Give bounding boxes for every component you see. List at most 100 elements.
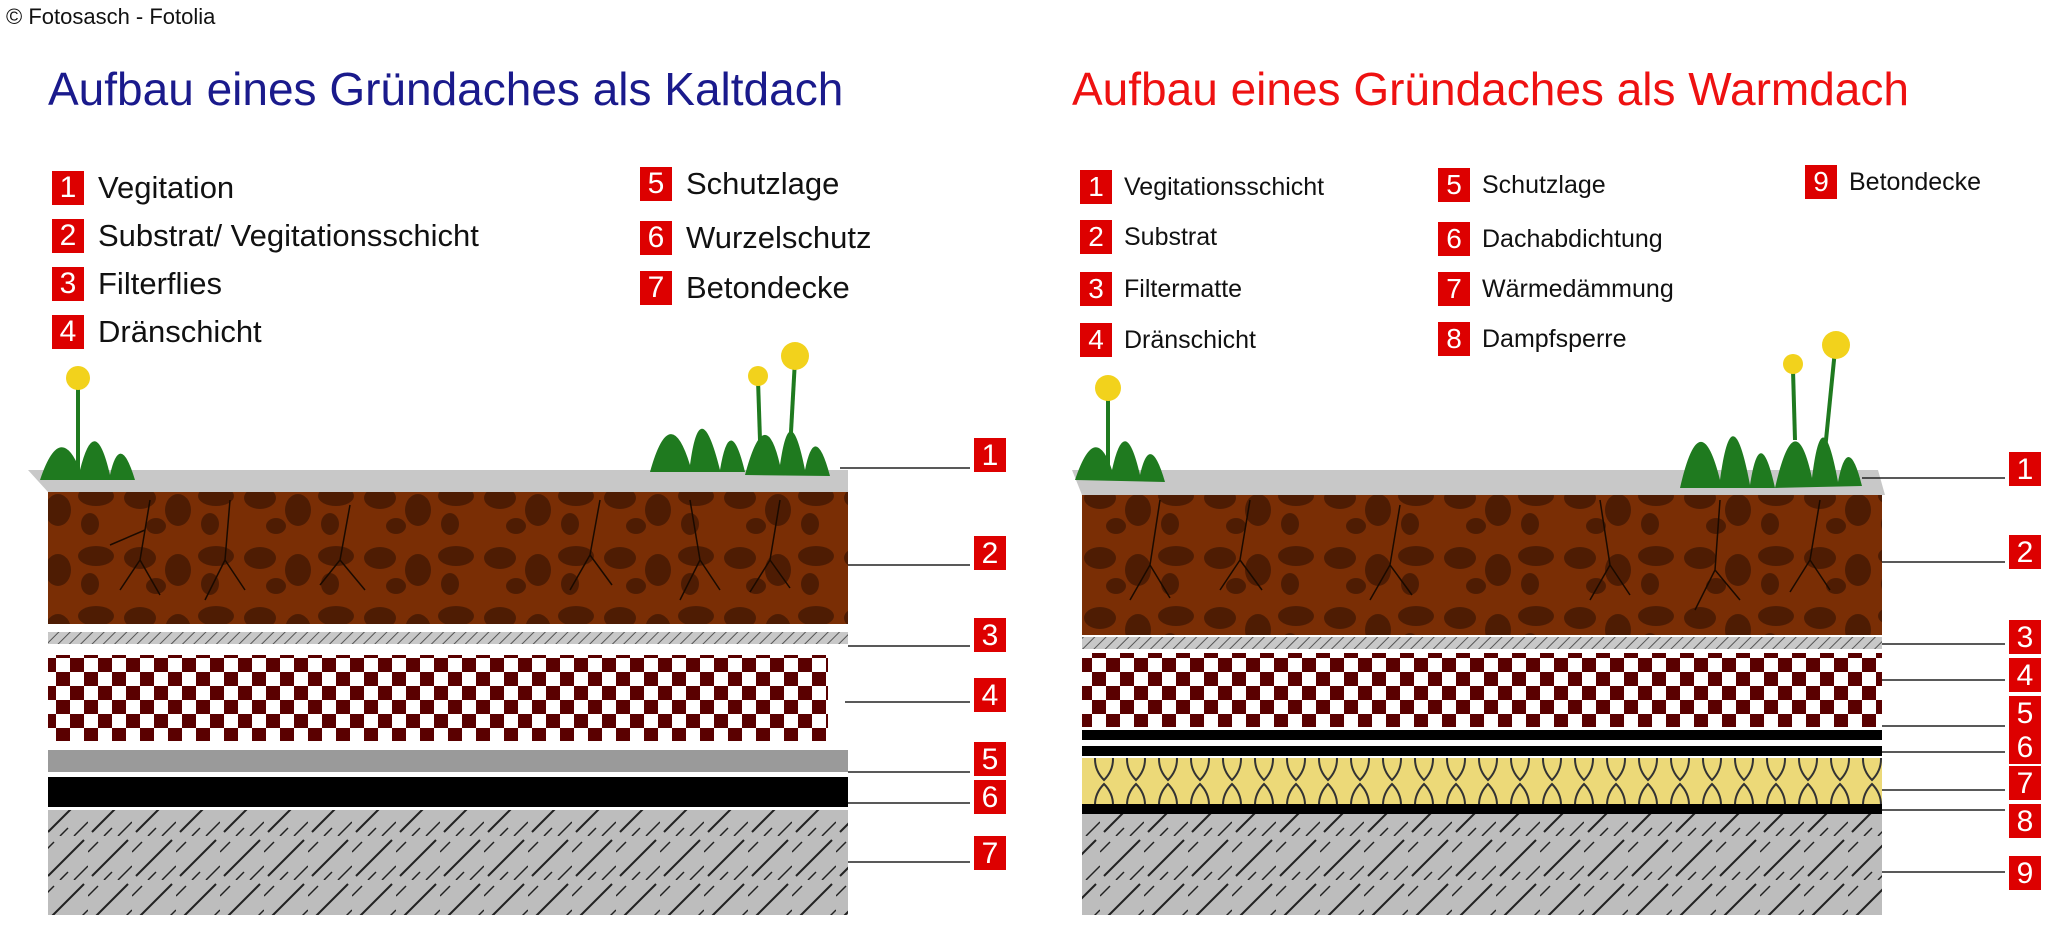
legend-label: Dampfsperre bbox=[1482, 324, 1627, 353]
legend-number-badge: 1 bbox=[1080, 170, 1112, 204]
callout-badge: 4 bbox=[974, 678, 1006, 712]
layer-drainage bbox=[48, 655, 828, 741]
callout-badge: 8 bbox=[2009, 804, 2041, 838]
title-cold-roof: Aufbau eines Gründaches als Kaltdach bbox=[48, 63, 844, 115]
legend-number-badge: 6 bbox=[1438, 222, 1470, 256]
legend-label: Dränschicht bbox=[1124, 325, 1256, 354]
legend-item: 7 Betondecke bbox=[640, 270, 850, 306]
callout-number: 9 bbox=[2017, 857, 2034, 890]
callout-number: 2 bbox=[2017, 536, 2034, 569]
legend-item: 2 Substrat/ Vegitationsschicht bbox=[52, 218, 479, 254]
legend-number-badge: 5 bbox=[640, 167, 672, 201]
callout-number: 5 bbox=[982, 743, 999, 776]
legend-item: 7 Wärmedämmung bbox=[1438, 272, 1674, 306]
callout-badge: 4 bbox=[2009, 658, 2041, 692]
legend-label: Vegitationsschicht bbox=[1124, 172, 1325, 201]
legend-label: Schutzlage bbox=[686, 166, 840, 201]
callout-badge: 7 bbox=[2009, 766, 2041, 800]
warm-roof-layers bbox=[1072, 331, 2005, 915]
legend-number-badge: 4 bbox=[1080, 323, 1112, 357]
legend-number-badge: 4 bbox=[52, 315, 84, 349]
callout-number: 7 bbox=[2017, 767, 2034, 800]
plant-right-2 bbox=[1680, 331, 1862, 488]
callout-number: 2 bbox=[982, 537, 999, 570]
callout-number: 7 bbox=[982, 837, 999, 870]
plant-left-2 bbox=[650, 342, 830, 476]
callout-badges-right: 1 2 3 4 5 6 7 8 9 bbox=[2009, 452, 2041, 890]
layer-filter-fleece bbox=[48, 632, 848, 644]
callout-number: 8 bbox=[2017, 805, 2034, 838]
legend-item: 3 Filtermatte bbox=[1080, 272, 1242, 306]
callout-number: 6 bbox=[982, 781, 999, 814]
legend-item: 1 Vegitationsschicht bbox=[1080, 170, 1324, 204]
flower-icon bbox=[66, 366, 90, 390]
legend-item: 2 Substrat bbox=[1080, 220, 1217, 254]
layer-filter-mat bbox=[1082, 637, 1882, 649]
callout-badges-left: 1 2 3 4 5 6 7 bbox=[974, 438, 1006, 870]
callout-badge: 6 bbox=[2009, 730, 2041, 764]
legend-label: Dachabdichtung bbox=[1482, 224, 1663, 253]
legend-label: Schutzlage bbox=[1482, 170, 1606, 199]
layer-substrate bbox=[1082, 495, 1882, 635]
layer-substrate bbox=[48, 492, 848, 624]
legend-number-badge: 2 bbox=[52, 219, 84, 253]
flower-icon bbox=[1822, 331, 1850, 359]
layer-concrete-slab bbox=[48, 810, 848, 915]
legend-number-badge: 2 bbox=[1080, 220, 1112, 254]
callout-badge: 2 bbox=[2009, 535, 2041, 569]
legend-item: 1 Vegitation bbox=[52, 170, 234, 206]
legend-number-badge: 3 bbox=[52, 267, 84, 301]
layer-protection bbox=[48, 750, 848, 772]
callout-badge: 1 bbox=[974, 438, 1006, 472]
legend-item: 4 Dränschicht bbox=[1080, 323, 1256, 357]
legend-item: 9 Betondecke bbox=[1805, 165, 1981, 199]
layer-vapor-barrier bbox=[1082, 804, 1882, 814]
legend-label: Betondecke bbox=[1849, 167, 1982, 196]
legend-label: Wärmedämmung bbox=[1482, 274, 1674, 303]
legend-number-badge: 6 bbox=[640, 221, 672, 255]
legend-item: 8 Dampfsperre bbox=[1438, 322, 1627, 356]
callout-number: 4 bbox=[982, 679, 999, 712]
legend-label: Wurzelschutz bbox=[686, 220, 872, 255]
legend-number-badge: 1 bbox=[52, 171, 84, 205]
legend-item: 3 Filterflies bbox=[52, 266, 222, 302]
callout-badge: 5 bbox=[974, 742, 1006, 776]
callout-number: 5 bbox=[2017, 697, 2034, 730]
callout-number: 1 bbox=[982, 439, 999, 472]
callout-lines-right bbox=[1862, 477, 2005, 873]
cold-roof-layers bbox=[28, 342, 970, 915]
copyright-notice: © Fotosasch - Fotolia bbox=[6, 4, 216, 29]
flower-icon bbox=[1783, 354, 1803, 374]
callout-number: 3 bbox=[2017, 621, 2034, 654]
legend-item: 5 Schutzlage bbox=[1438, 168, 1606, 202]
callout-badge: 2 bbox=[974, 536, 1006, 570]
legend-label: Betondecke bbox=[686, 270, 850, 305]
layer-thermal-insulation bbox=[1082, 758, 1882, 804]
legend-number-badge: 5 bbox=[1438, 168, 1470, 202]
legend-label: Substrat bbox=[1124, 222, 1218, 251]
legend-item: 5 Schutzlage bbox=[640, 166, 839, 202]
roots-decoration bbox=[109, 499, 791, 601]
legend-label: Substrat/ Vegitationsschicht bbox=[98, 218, 479, 253]
layer-drainage bbox=[1082, 653, 1882, 727]
callout-badge: 3 bbox=[974, 618, 1006, 652]
callout-number: 3 bbox=[982, 619, 999, 652]
flower-icon bbox=[1095, 375, 1121, 401]
legend-label: Filterflies bbox=[98, 266, 223, 301]
callout-badge: 7 bbox=[974, 836, 1006, 870]
layer-waterproofing bbox=[1082, 746, 1882, 756]
flower-icon bbox=[781, 342, 809, 370]
plant-left-1 bbox=[40, 366, 135, 480]
legend-number-badge: 8 bbox=[1438, 322, 1470, 356]
legend-item: 6 Dachabdichtung bbox=[1438, 222, 1663, 256]
callout-number: 4 bbox=[2017, 659, 2034, 692]
legend-label: Vegitation bbox=[98, 170, 235, 205]
legend-number-badge: 3 bbox=[1080, 272, 1112, 306]
legend-label: Dränschicht bbox=[98, 314, 262, 349]
roots-decoration bbox=[1129, 499, 1831, 611]
layer-vegetation-base bbox=[1072, 470, 1885, 495]
legend-item: 4 Dränschicht bbox=[52, 314, 262, 350]
legend-label: Filtermatte bbox=[1124, 274, 1243, 303]
layer-root-barrier bbox=[48, 777, 848, 807]
